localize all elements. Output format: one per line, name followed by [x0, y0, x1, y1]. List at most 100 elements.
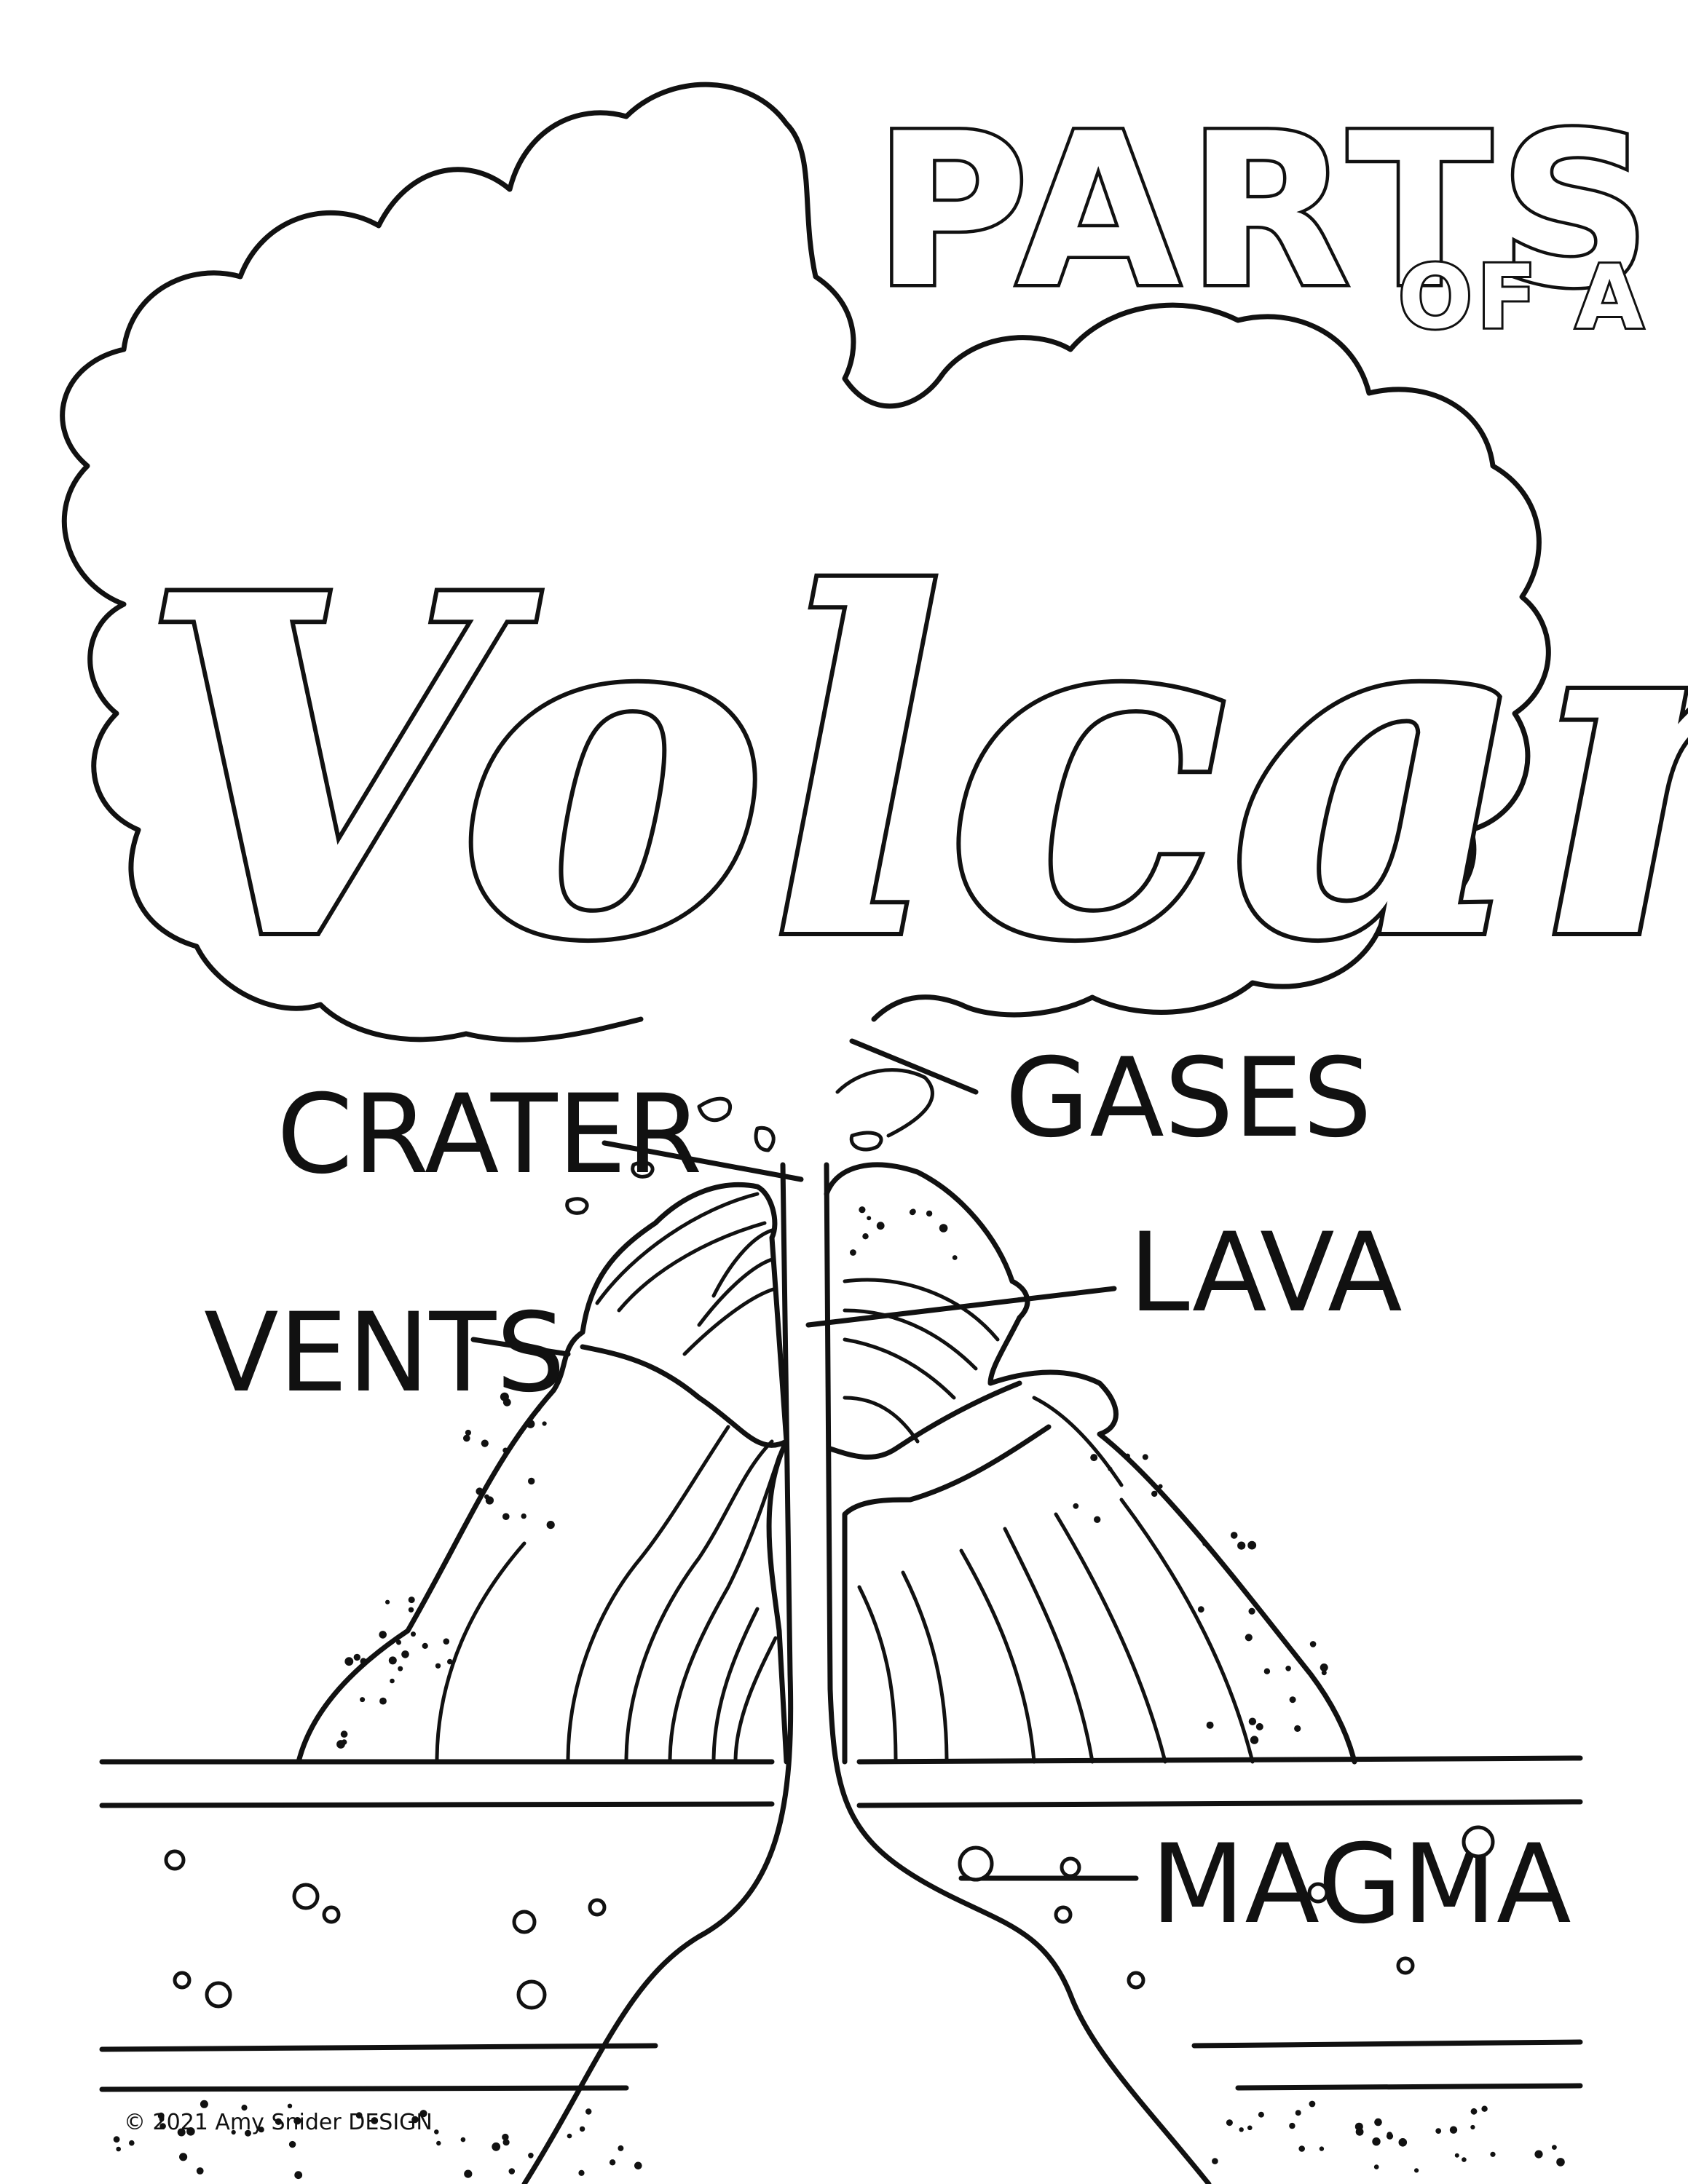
speckle-dot [502, 1513, 510, 1520]
speckle-dot [1073, 1503, 1079, 1509]
speckle-dot [1248, 1717, 1257, 1725]
vents-leader-line [470, 1337, 571, 1357]
speckle-dot [1142, 1454, 1148, 1460]
speckle-dot [465, 1429, 472, 1436]
speckle-dots [113, 1206, 1565, 2180]
speckle-dot [401, 1650, 409, 1658]
speckle-dot [344, 1657, 354, 1666]
speckle-dot [1090, 1454, 1098, 1462]
volcano-left-slope [296, 1182, 789, 1765]
speckle-dot [1289, 2122, 1295, 2129]
speckle-dot [1094, 1516, 1101, 1523]
speckle-dot [546, 1521, 555, 1530]
speckle-dot [396, 1639, 401, 1645]
speckle-dot [1289, 1696, 1296, 1704]
speckle-dot [398, 1666, 403, 1671]
speckle-dot [159, 2116, 165, 2122]
lava-splash [849, 1131, 883, 1152]
speckle-dot [1449, 2126, 1458, 2134]
volcano-right-cut [827, 1380, 1052, 1765]
speckle-dot [859, 1206, 866, 1214]
ground-layer-line [99, 1801, 775, 1808]
speckle-dot [1552, 2145, 1557, 2151]
speckle-dot [288, 2140, 296, 2148]
speckle-dot [502, 1398, 511, 1406]
speckle-dot [1319, 2146, 1325, 2151]
speckle-dot [502, 2139, 510, 2146]
speckle-dot [618, 2145, 624, 2151]
ground-layer-line [1191, 2039, 1583, 2049]
speckle-dot [1258, 2111, 1264, 2118]
speckle-dot [1230, 1532, 1238, 1539]
lava-splash [565, 1197, 589, 1215]
speckle-dot [200, 2100, 208, 2108]
speckle-dot [1454, 2153, 1459, 2158]
speckle-dot [1247, 1540, 1257, 1550]
speckle-dot [411, 1631, 416, 1637]
speckle-dot [1470, 2108, 1478, 2115]
speckle-dot [293, 2117, 301, 2125]
magma-conduit-left [521, 1162, 794, 2184]
speckle-dot [1250, 1736, 1259, 1744]
speckle-dot [1435, 2128, 1442, 2134]
speckle-dot [177, 2128, 186, 2137]
speckle-dot [1321, 1670, 1327, 1676]
speckle-dot [1414, 2168, 1419, 2173]
speckle-dot [567, 2133, 572, 2139]
speckle-dot [1372, 2137, 1381, 2146]
speckle-dot [1248, 1607, 1255, 1615]
speckle-dot [1295, 2110, 1301, 2116]
speckle-dot [435, 1663, 441, 1669]
speckle-dot [447, 1658, 453, 1665]
speckle-dot [481, 1439, 489, 1447]
speckle-dot [294, 2171, 303, 2180]
ground-layer-line [1235, 2083, 1583, 2091]
speckle-dot [186, 2127, 195, 2136]
speckle-dot [360, 1697, 366, 1703]
speckle-dot [463, 1434, 470, 1442]
speckle-dot [390, 1678, 395, 1684]
speckle-dot [1197, 1606, 1204, 1613]
speckle-dot [1247, 2125, 1253, 2131]
volcano-left-cut [766, 1439, 789, 1765]
speckle-dot [502, 2133, 509, 2141]
speckle-dot [1263, 1668, 1271, 1674]
speckle-dot [526, 1420, 535, 1428]
speckle-dot [436, 2140, 441, 2146]
speckle-dot [1398, 2138, 1408, 2147]
speckle-dot [634, 2161, 642, 2170]
speckle-dot [492, 2142, 501, 2151]
speckle-dot [245, 2129, 251, 2137]
volcano-left-bands [435, 1228, 781, 1764]
label-lava: LAVA [1129, 1210, 1403, 1337]
speckle-dot [1285, 1666, 1291, 1671]
speckle-dot [1373, 2164, 1379, 2169]
speckle-dot [129, 2140, 135, 2146]
volcano-right-bands [843, 1278, 1255, 1764]
speckle-dot [850, 1249, 856, 1256]
crater-leader-line [602, 1140, 804, 1182]
ground-layer-line [99, 2085, 629, 2092]
speckle-dot [388, 1656, 397, 1665]
speckle-dot [116, 2146, 121, 2152]
speckle-dot [1462, 2157, 1467, 2162]
speckle-dot [287, 2103, 293, 2108]
speckle-dot [1151, 1490, 1158, 1497]
magma-conduit-right [824, 1162, 1212, 2184]
speckle-dot [1255, 1722, 1263, 1730]
speckle-dot [1490, 2151, 1496, 2157]
speckle-dot [231, 2129, 236, 2135]
speckle-dot [464, 2169, 473, 2178]
speckle-dot [867, 1216, 872, 1221]
speckle-dot [585, 2108, 592, 2115]
speckle-dot [876, 1222, 885, 1230]
label-magma: MAGMA [1151, 1821, 1571, 1948]
lava-splash [697, 1096, 732, 1123]
speckle-dot [1237, 1541, 1246, 1550]
ground-surface-line [856, 1755, 1583, 1765]
speckle-dot [952, 1255, 958, 1260]
speckle-dot [1212, 2158, 1218, 2164]
speckle-dot [419, 2110, 427, 2118]
speckle-dot [179, 2153, 188, 2161]
